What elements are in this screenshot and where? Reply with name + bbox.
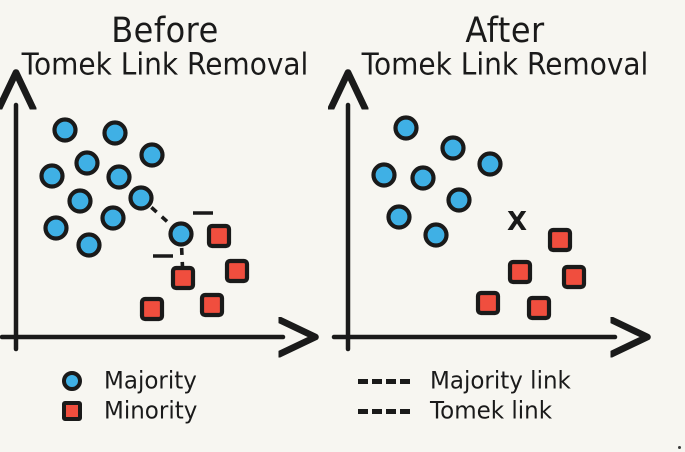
majority-point: [74, 150, 100, 176]
majority-point: [423, 222, 449, 248]
majority-point: [446, 187, 472, 213]
minority-point: [139, 296, 165, 322]
dashed-line-icon: [358, 378, 410, 384]
removed-marks-layer: X: [507, 207, 527, 237]
panel-title-left: Before Tomek Link Removal: [0, 9, 330, 82]
majority-circle-icon: [62, 371, 82, 391]
majority-point: [386, 204, 412, 230]
legend-item-majority: Majority: [62, 367, 197, 395]
majority-point: [139, 142, 165, 168]
majority-point: [371, 162, 397, 188]
majority-point: [477, 151, 503, 177]
majority-point: [106, 164, 132, 190]
legend-label-minority: Minority: [104, 397, 198, 425]
panel-title-left-line1: Before: [111, 9, 219, 51]
majority-point: [168, 221, 194, 247]
majority-point: [76, 232, 102, 258]
minority-point: [170, 265, 196, 291]
legend-item-majority-link: Majority link: [358, 367, 571, 395]
removed-point-x-icon: X: [507, 207, 527, 237]
majority-point: [39, 163, 65, 189]
legend-label-tomek-link: Tomek link: [430, 397, 553, 425]
majority-point: [440, 135, 466, 161]
axes-layer: [0, 105, 615, 349]
legend-label-majority: Majority: [104, 367, 197, 395]
panel-title-right-line1: After: [465, 9, 545, 51]
minority-point: [526, 295, 552, 321]
majority-point: [128, 185, 154, 211]
majority-point: [393, 115, 419, 141]
data-markers-layer: [39, 115, 587, 322]
minority-point: [224, 258, 250, 284]
minority-point: [561, 264, 587, 290]
majority-point: [43, 215, 69, 241]
minority-point: [507, 259, 533, 285]
dashed-link-0-1: [179, 233, 185, 279]
minority-point: [206, 223, 232, 249]
minority-square-icon: [62, 401, 82, 421]
majority-point: [102, 120, 128, 146]
minority-point: [199, 292, 225, 318]
panel-title-left-line2: Tomek Link Removal: [21, 46, 309, 82]
panel-title-right-line2: Tomek Link Removal: [361, 46, 649, 82]
panel-title-right: After Tomek Link Removal: [335, 9, 675, 82]
legend-label-majority-link: Majority link: [430, 367, 571, 395]
annotation-links-layer: [139, 196, 213, 279]
majority-point: [52, 117, 78, 143]
legend-item-tomek-link: Tomek link: [358, 397, 553, 425]
minority-point: [547, 227, 573, 253]
majority-point: [410, 165, 436, 191]
majority-point: [100, 205, 126, 231]
legend-item-minority: Minority: [62, 397, 198, 425]
majority-point: [67, 188, 93, 214]
corner-dot: [678, 446, 681, 449]
dashed-link-0-0: [139, 196, 183, 236]
minority-point: [475, 290, 501, 316]
dashed-line-icon: [358, 408, 410, 414]
